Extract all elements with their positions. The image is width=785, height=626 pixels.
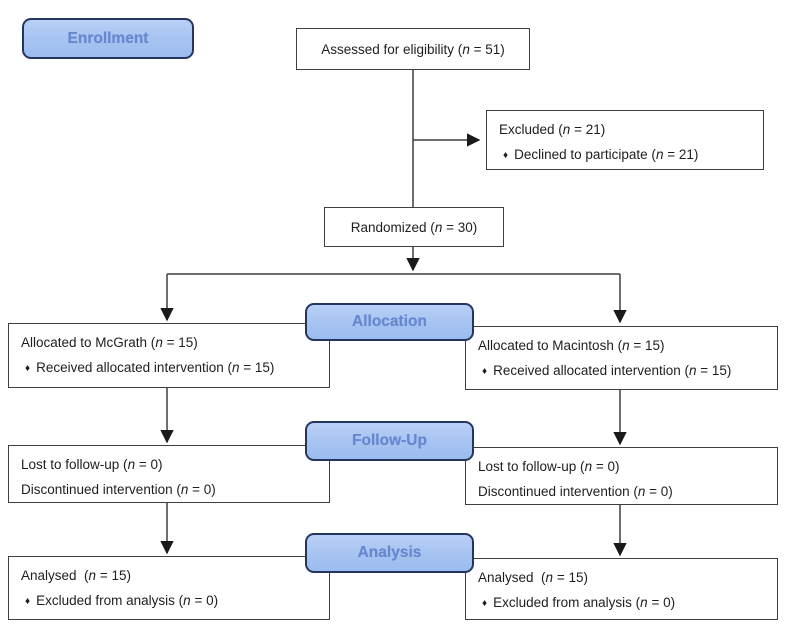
line-text-post: = 15) (239, 360, 275, 375)
flow-box-analysis-right: Analysed (n = 15) ♦Excluded from analysi… (465, 558, 778, 620)
line-text-pre: Excluded from analysis ( (493, 595, 641, 610)
diamond-bullet-icon: ♦ (503, 150, 509, 161)
line-text-post: = 0) (645, 484, 673, 499)
line-text-post: = 0) (592, 459, 620, 474)
n-variable: n (622, 338, 630, 353)
line-text-post: = 15) (96, 568, 131, 583)
n-variable: n (562, 122, 571, 137)
flow-box-excluded: Excluded (n = 21) ♦Declined to participa… (486, 110, 764, 170)
line-text-pre: Declined to participate ( (514, 147, 656, 162)
box-line: Lost to follow-up (n = 0) (21, 452, 317, 477)
flow-box-allocated-mcgrath: Allocated to McGrath (n = 15) ♦Received … (8, 323, 330, 388)
line-text-pre: Received allocated intervention ( (493, 363, 689, 378)
line-text-pre: Assessed for eligibility ( (321, 41, 463, 57)
line-text-pre: Lost to follow-up ( (21, 457, 128, 472)
box-line: Lost to follow-up (n = 0) (478, 454, 765, 479)
n-variable: n (462, 41, 470, 57)
n-variable: n (434, 219, 443, 235)
line-text-pre: Excluded from analysis ( (36, 593, 184, 608)
line-text-pre: Randomized ( (350, 219, 435, 235)
line-text-pre: Analysed ( (478, 570, 546, 585)
line-text-post: = 30) (442, 219, 478, 235)
line-text-post: = 15) (553, 570, 588, 585)
line-text-pre: Analysed ( (21, 568, 89, 583)
n-variable: n (640, 595, 648, 610)
line-text-post: = 51) (469, 41, 505, 57)
line-text-post: = 0) (135, 457, 163, 472)
line-text-post: = 15) (629, 338, 665, 353)
stage-label-analysis: Analysis (305, 533, 474, 573)
box-line: ♦ Received allocated intervention (n = 15… (478, 358, 765, 385)
n-variable: n (231, 360, 240, 375)
box-line: Discontinued intervention (n = 0) (21, 477, 317, 502)
box-line: ♦ Excluded from analysis (n = 0) (21, 588, 317, 615)
flow-box-analysis-left: Analysed (n = 15) ♦Excluded from analysi… (8, 556, 330, 620)
box-line: Analysed (n = 15) (478, 565, 765, 590)
line-text-pre: Lost to follow-up ( (478, 459, 585, 474)
line-text-pre: Excluded ( (499, 122, 563, 137)
stage-label-enrollment: Enrollment (22, 18, 194, 59)
diamond-bullet-icon: ♦ (25, 596, 31, 607)
box-line: ♦ Excluded from analysis (n = 0) (478, 590, 765, 617)
n-variable: n (155, 335, 163, 350)
box-line: Allocated to Macintosh (n = 15) (478, 333, 765, 358)
line-text-post: = 0) (647, 595, 676, 610)
line-text-pre: Allocated to Macintosh ( (478, 338, 623, 353)
n-variable: n (183, 593, 191, 608)
flow-box-followup-right: Lost to follow-up (n = 0) Discontinued i… (465, 447, 778, 505)
line-text-pre: Allocated to McGrath ( (21, 335, 156, 350)
diamond-bullet-icon: ♦ (482, 598, 488, 609)
box-line: Analysed (n = 15) (21, 563, 317, 588)
stage-label-allocation: Allocation (305, 303, 474, 341)
n-variable: n (637, 484, 646, 499)
line-text-post: = 21) (663, 147, 699, 162)
line-text-post: = 15) (162, 335, 198, 350)
line-text-post: = 0) (190, 593, 219, 608)
diamond-bullet-icon: ♦ (25, 363, 31, 374)
line-text-pre: Discontinued intervention ( (478, 484, 638, 499)
line-text-post: = 15) (696, 363, 732, 378)
line-text-post: = 0) (188, 482, 216, 497)
box-line: Discontinued intervention (n = 0) (478, 479, 765, 504)
n-variable: n (688, 363, 697, 378)
box-line: Excluded (n = 21) (499, 117, 751, 142)
line-text-post: = 21) (570, 122, 606, 137)
flow-box-followup-left: Lost to follow-up (n = 0) Discontinued i… (8, 445, 330, 503)
box-line: ♦ Declined to participate (n = 21) (499, 142, 751, 169)
flow-box-allocated-macintosh: Allocated to Macintosh (n = 15) ♦Receive… (465, 326, 778, 390)
n-variable: n (180, 482, 189, 497)
line-text-pre: Discontinued intervention ( (21, 482, 181, 497)
n-variable: n (88, 568, 97, 583)
stage-label-follow-up: Follow-Up (305, 421, 474, 461)
n-variable: n (584, 459, 593, 474)
n-variable: n (127, 457, 136, 472)
box-line: ♦ Received allocated intervention (n = 15… (21, 355, 317, 382)
line-text-pre: Received allocated intervention ( (36, 360, 232, 375)
flow-box-assessed: Assessed for eligibility (n = 51) (296, 28, 530, 70)
box-line: Randomized (n = 30) (351, 215, 477, 240)
diamond-bullet-icon: ♦ (482, 366, 488, 377)
flow-box-randomized: Randomized (n = 30) (324, 207, 504, 247)
box-line: Allocated to McGrath (n = 15) (21, 330, 317, 355)
box-line: Assessed for eligibility (n = 51) (321, 37, 504, 62)
n-variable: n (545, 570, 554, 585)
n-variable: n (655, 147, 664, 162)
